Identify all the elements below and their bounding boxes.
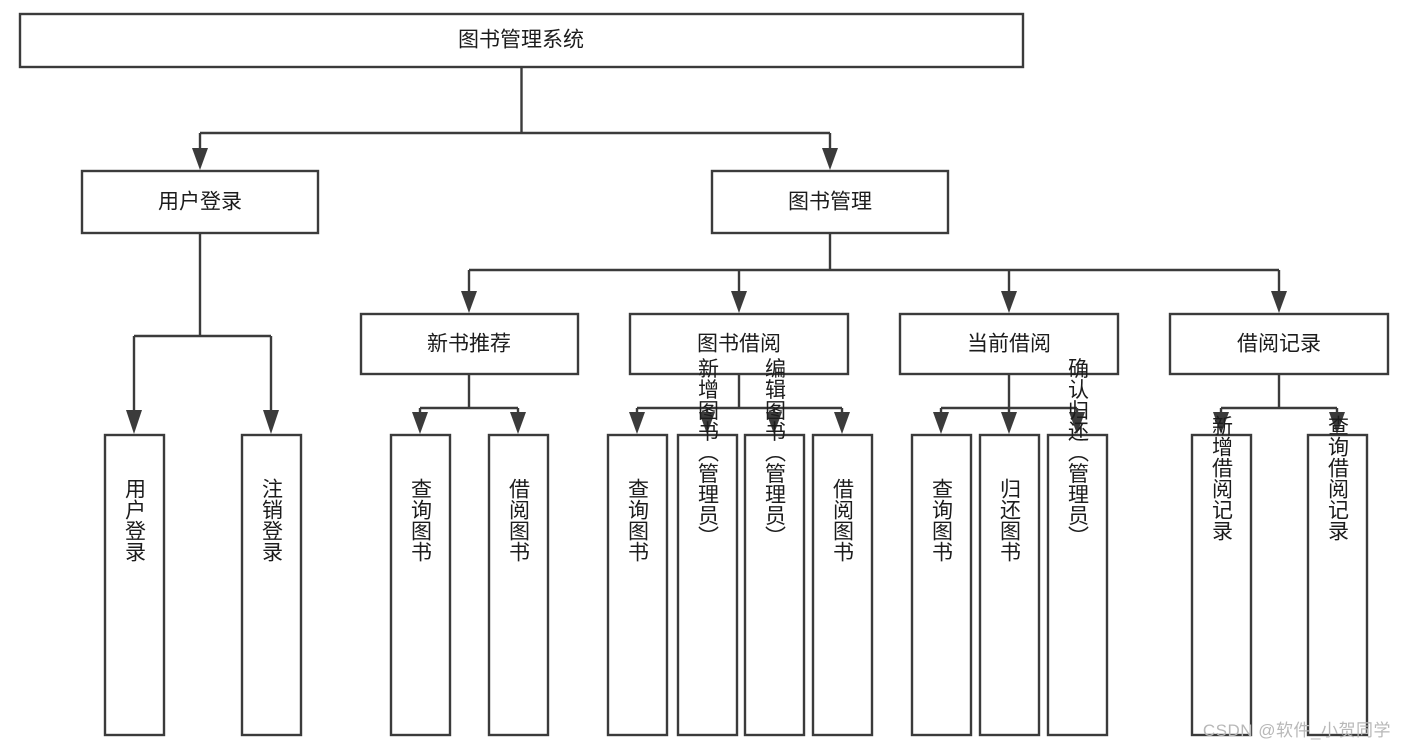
leaf-rec-query-book-label: 查询图书	[409, 478, 433, 562]
leaf-borrow-add-book[interactable]: 新增图书（管理员）	[676, 358, 739, 737]
arrow-borrow-l2	[699, 412, 715, 434]
connector-layer	[126, 67, 1345, 434]
leaf-borrow-edit-book-box[interactable]	[743, 433, 806, 737]
leaf-record-query-record[interactable]: 查询借阅记录	[1306, 415, 1369, 737]
arrow-borrow-l1	[629, 412, 645, 434]
leaf-record-add-record-label: 新增借阅记录	[1210, 415, 1234, 541]
leaf-current-query-book-label: 查询图书	[930, 478, 954, 562]
arrow-record-l2	[1329, 412, 1345, 434]
leaf-user-logout[interactable]: 注销登录	[240, 433, 303, 737]
leaf-borrow-borrow-book-label: 借阅图书	[831, 478, 855, 562]
node-new-book-recommend-box[interactable]	[359, 312, 580, 376]
node-current-borrow-box[interactable]	[898, 312, 1120, 376]
arrow-books-c4	[1271, 291, 1287, 313]
leaf-borrow-query-book-box[interactable]	[606, 433, 669, 737]
arrow-books-c2	[731, 291, 747, 313]
leaf-rec-query-book-box[interactable]	[389, 433, 452, 737]
node-root[interactable]: 图书管理系统	[18, 12, 1025, 69]
leaf-current-confirm-return-label: 确认归还（管理员）	[1066, 358, 1090, 547]
arrow-user-l1	[126, 410, 142, 434]
leaf-user-logout-label: 注销登录	[260, 478, 284, 562]
leaf-borrow-borrow-book[interactable]: 借阅图书	[811, 433, 874, 737]
node-book-borrow[interactable]: 图书借阅	[628, 312, 850, 376]
node-current-borrow-label: 当前借阅	[967, 333, 1051, 356]
leaf-rec-borrow-book[interactable]: 借阅图书	[487, 433, 550, 737]
arrow-books-c1	[461, 291, 477, 313]
leaf-borrow-query-book-label: 查询图书	[626, 478, 650, 562]
node-book-borrow-label: 图书借阅	[697, 333, 781, 356]
node-new-book-recommend[interactable]: 新书推荐	[359, 312, 580, 376]
arrow-record-l1	[1213, 412, 1229, 434]
leaf-user-logout-box[interactable]	[240, 433, 303, 737]
node-borrow-record[interactable]: 借阅记录	[1168, 312, 1390, 376]
arrow-borrow-l3	[766, 412, 782, 434]
node-user-login[interactable]: 用户登录	[80, 169, 320, 235]
leaf-user-login[interactable]: 用户登录	[103, 433, 166, 737]
leaf-borrow-edit-book-label: 编辑图书（管理员）	[763, 358, 787, 547]
node-borrow-record-box[interactable]	[1168, 312, 1390, 376]
leaf-record-add-record-box[interactable]	[1190, 433, 1253, 737]
leaf-record-query-record-label: 查询借阅记录	[1326, 415, 1350, 541]
leaf-record-add-record[interactable]: 新增借阅记录	[1190, 415, 1253, 737]
arrow-current-l1	[933, 412, 949, 434]
arrow-root-to-user	[192, 148, 208, 170]
leaf-borrow-add-book-label: 新增图书（管理员）	[696, 358, 720, 547]
leaf-rec-query-book[interactable]: 查询图书	[389, 433, 452, 737]
leaf-rec-borrow-book-box[interactable]	[487, 433, 550, 737]
leaf-current-return-book-label: 归还图书	[998, 478, 1022, 562]
node-root-label: 图书管理系统	[458, 29, 584, 52]
arrow-current-l2	[1001, 412, 1017, 434]
node-root-box[interactable]	[18, 12, 1025, 69]
node-borrow-record-label: 借阅记录	[1237, 333, 1321, 356]
node-book-borrow-box[interactable]	[628, 312, 850, 376]
leaf-current-return-book[interactable]: 归还图书	[978, 433, 1041, 737]
leaf-borrow-edit-book[interactable]: 编辑图书（管理员）	[743, 358, 806, 737]
leaf-current-confirm-return[interactable]: 确认归还（管理员）	[1046, 358, 1109, 737]
node-book-management-box[interactable]	[710, 169, 950, 235]
arrow-user-l2	[263, 410, 279, 434]
node-book-management[interactable]: 图书管理	[710, 169, 950, 235]
leaf-current-return-book-box[interactable]	[978, 433, 1041, 737]
leaf-borrow-query-book[interactable]: 查询图书	[606, 433, 669, 737]
arrow-books-c3	[1001, 291, 1017, 313]
node-user-login-label: 用户登录	[158, 191, 242, 214]
leaf-borrow-borrow-book-box[interactable]	[811, 433, 874, 737]
leaf-rec-borrow-book-label: 借阅图书	[507, 478, 531, 562]
arrow-current-l3	[1069, 412, 1085, 434]
arrow-root-to-books	[822, 148, 838, 170]
arrow-rec-l2	[510, 412, 526, 434]
leaf-record-query-record-box[interactable]	[1306, 433, 1369, 737]
node-user-login-box[interactable]	[80, 169, 320, 235]
arrow-borrow-l4	[834, 412, 850, 434]
leaf-user-login-box[interactable]	[103, 433, 166, 737]
leaf-current-query-book[interactable]: 查询图书	[910, 433, 973, 737]
node-new-book-recommend-label: 新书推荐	[427, 333, 511, 356]
node-current-borrow[interactable]: 当前借阅	[898, 312, 1120, 376]
leaf-current-confirm-return-box[interactable]	[1046, 433, 1109, 737]
leaf-current-query-book-box[interactable]	[910, 433, 973, 737]
node-book-management-label: 图书管理	[788, 191, 872, 214]
arrow-rec-l1	[412, 412, 428, 434]
leaf-borrow-add-book-box[interactable]	[676, 433, 739, 737]
leaf-user-login-label: 用户登录	[123, 478, 147, 562]
